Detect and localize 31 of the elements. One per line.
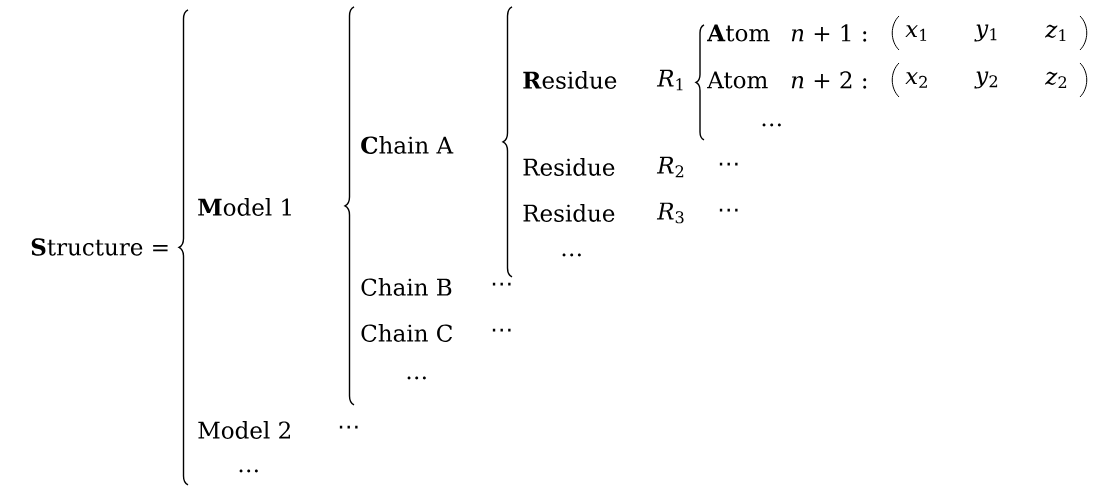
hierarchy-term: y$_{1}$ [974,24,997,42]
hierarchy-term: Model 1 [198,198,291,216]
hierarchy-term: z$_{2}$ [1045,71,1067,89]
hierarchy-term: y$_{2}$ [974,71,998,89]
hierarchy-term: ⋯ [719,162,738,166]
hierarchy-term: Residue [523,71,617,89]
hierarchy-term: n + 2 : [791,71,867,89]
hierarchy-term: Atom [707,24,770,42]
hierarchy-term: Chain C [361,324,452,342]
hierarchy-term: Structure = [31,238,168,256]
hierarchy-term: R$_{3}$ [656,202,684,224]
hierarchy-term: … [762,123,781,127]
hierarchy-term: … [407,376,426,380]
hierarchy-term: x$_{2}$ [905,72,927,88]
hierarchy-term: ⋯ [719,208,738,212]
hierarchy-term: … [239,469,258,473]
hierarchy-term: … [562,253,581,257]
hierarchy-term: Model 2 [198,421,290,439]
hierarchy-term: z$_{1}$ [1045,24,1066,42]
hierarchy-term: R$_{1}$ [656,69,683,91]
hierarchy-term: ⋯ [339,425,358,429]
hierarchy-term: Chain A [361,136,454,154]
hierarchy-term: Chain B [361,278,452,296]
hierarchy-term: R$_{2}$ [656,156,684,178]
hierarchy-term: x$_{1}$ [905,25,927,41]
hierarchy-term: ⋯ [492,328,511,332]
hierarchy-term: ⋯ [492,282,511,286]
hierarchy-term: Residue [523,158,615,176]
hierarchy-term: Atom [707,71,768,89]
hierarchy-term: Residue [523,204,615,222]
hierarchy-term: n + 1 : [791,24,867,42]
